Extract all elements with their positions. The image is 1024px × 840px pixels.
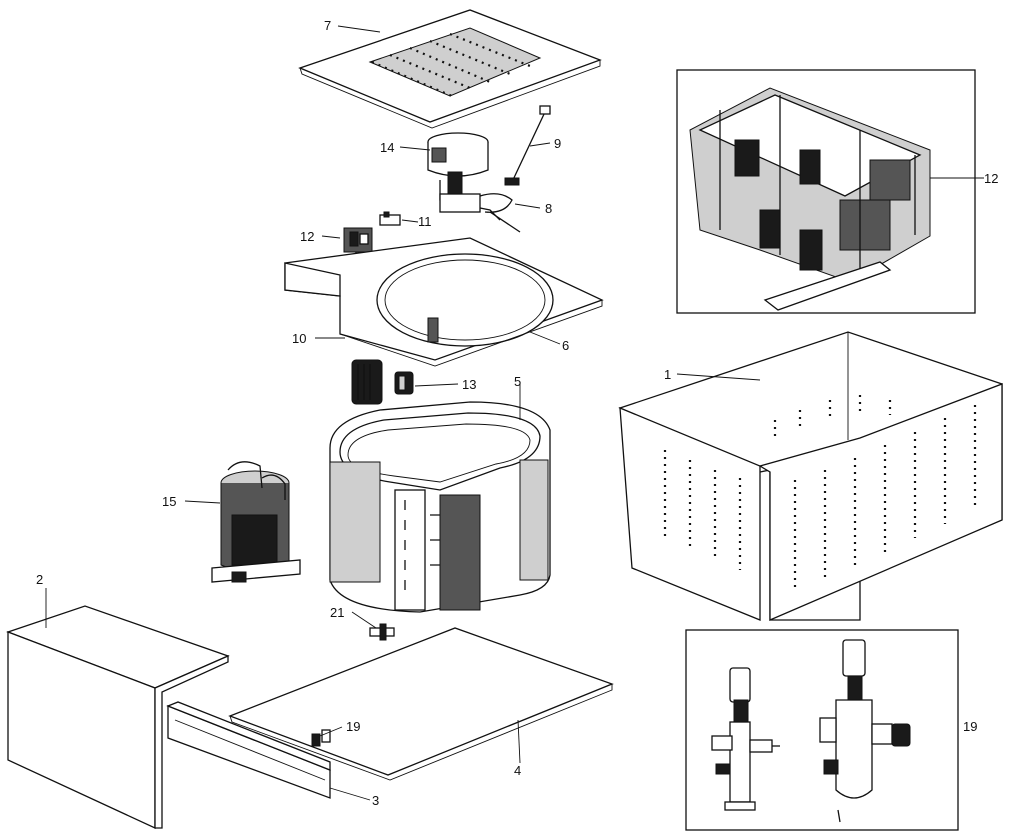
callout-labels: 7 9 14 8 11 12 10 6 13 5 15 2 21 19 4 3 … (36, 18, 998, 808)
part-5-condenser-coil (329, 401, 551, 613)
inset-12-control-assembly (676, 69, 976, 314)
part-21-fitting (369, 623, 395, 641)
part-4-base-pan (228, 627, 614, 781)
part-9-wire (504, 105, 551, 186)
part-15-compressor (211, 461, 301, 583)
callout-11: 11 (418, 214, 432, 229)
callout-12-right: 12 (984, 171, 998, 186)
part-12-contactor-small (343, 227, 373, 262)
inset-19-service-valves (685, 629, 959, 831)
part-8-fan-blade (479, 193, 521, 233)
callout-15: 15 (162, 494, 176, 509)
part-11-connector (379, 211, 401, 226)
part-1-cabinet-wrapper (618, 331, 1003, 621)
leader-lines (45, 25, 984, 801)
callout-4: 4 (514, 763, 521, 778)
callout-14: 14 (380, 140, 394, 155)
callout-5: 5 (514, 374, 521, 389)
callout-12-left: 12 (300, 229, 314, 244)
part-13-capacitors (351, 359, 414, 405)
callout-13: 13 (462, 377, 476, 392)
callout-6: 6 (562, 338, 569, 353)
part-6-partition-panel (284, 237, 604, 367)
callout-19-base: 19 (346, 719, 360, 734)
part-14-fan-motor (427, 132, 501, 221)
callout-7: 7 (324, 18, 331, 33)
callout-2: 2 (36, 572, 43, 587)
part-2-side-panel (6, 605, 230, 830)
callout-10: 10 (292, 331, 306, 346)
part-3-base-rail (166, 701, 331, 799)
callout-21: 21 (330, 605, 344, 620)
callout-9: 9 (554, 136, 561, 151)
callout-3: 3 (372, 793, 379, 808)
callout-19-inset: 19 (963, 719, 977, 734)
callout-8: 8 (545, 201, 552, 216)
callout-1: 1 (664, 367, 671, 382)
part-7-top-grille (298, 9, 602, 129)
